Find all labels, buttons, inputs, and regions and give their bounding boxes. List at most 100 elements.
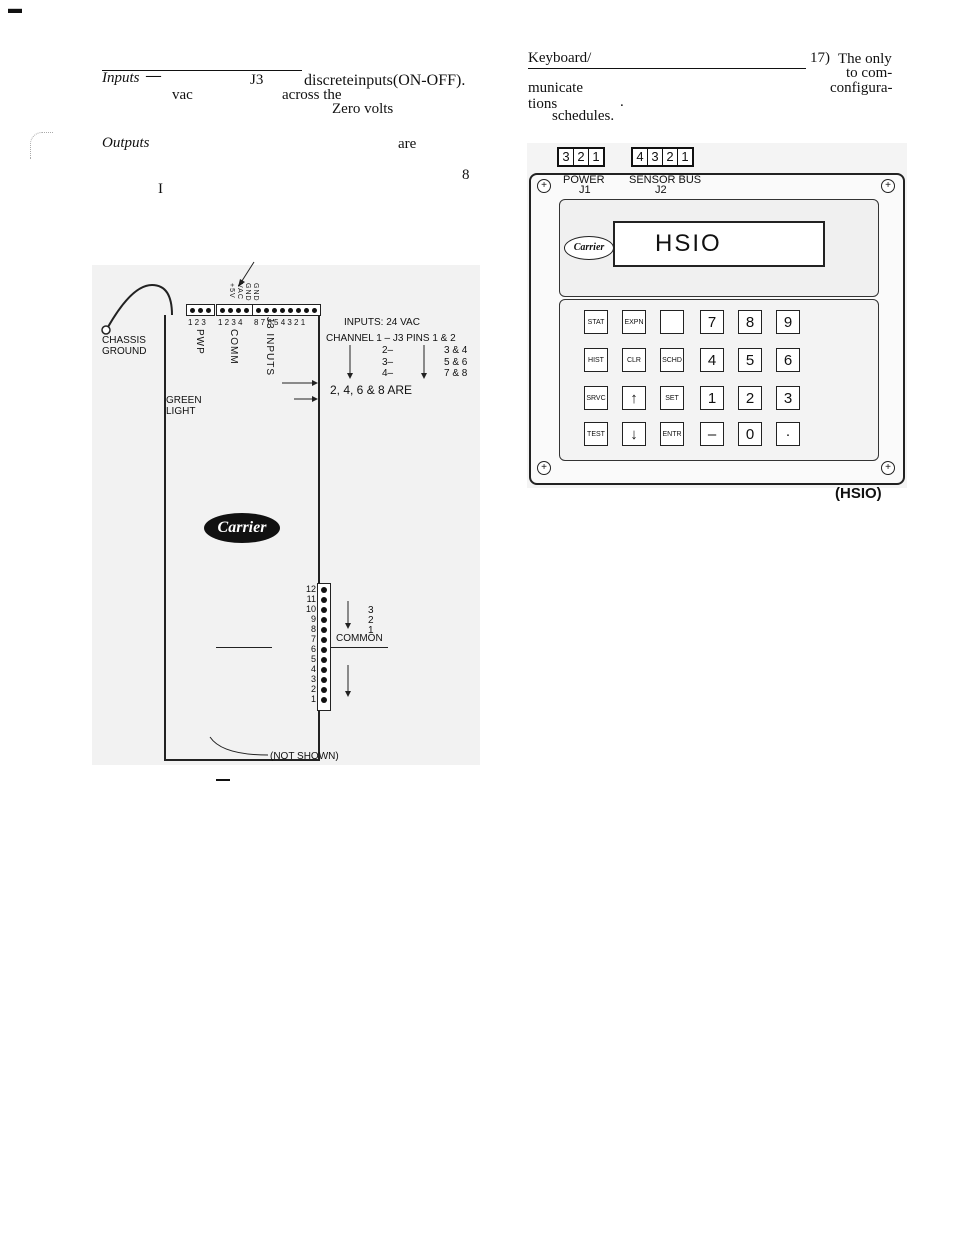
pin [304, 307, 309, 313]
sensor-pin-2: 2 [663, 149, 678, 165]
key-0[interactable]: 0 [738, 422, 762, 446]
key-expn[interactable]: EXPN [622, 310, 646, 334]
key-srvc[interactable]: SRVC [584, 386, 608, 410]
common-pointer [216, 647, 272, 648]
pin [272, 307, 277, 313]
ground-pins-label: 2, 4, 6 & 8 ARE [330, 383, 413, 397]
terminal-dot [321, 647, 327, 653]
key-symbol[interactable]: ↑ [622, 386, 646, 410]
comm-label: COMM [228, 329, 239, 365]
carrier-logo-text: Carrier [573, 242, 605, 253]
pin [206, 307, 211, 313]
key-symbol[interactable]: ↓ [622, 422, 646, 446]
terminal-number: 10 [305, 604, 316, 614]
pin [280, 307, 285, 313]
key-6[interactable]: 6 [776, 348, 800, 372]
vac-text: vac [172, 87, 193, 103]
pins-5-6-label: 5 & 6 [444, 357, 468, 368]
across-text: across the [282, 87, 342, 103]
screw-icon: + [537, 461, 551, 475]
key-2[interactable]: 2 [738, 386, 762, 410]
keyboard-heading: Keyboard/ [528, 50, 806, 69]
key-entr[interactable]: ENTR [660, 422, 684, 446]
inputs-underline [102, 70, 302, 71]
channel-1-label: CHANNEL 1 – J3 PINS 1 & 2 [326, 333, 456, 344]
key-9[interactable]: 9 [776, 310, 800, 334]
key-1[interactable]: 1 [700, 386, 724, 410]
terminal-dot [321, 657, 327, 663]
screw-icon: + [881, 179, 895, 193]
terminal-number: 1 [310, 694, 316, 704]
figure-ref: 17) [810, 50, 830, 66]
sensor-pin-4: 4 [633, 149, 648, 165]
terminal-dot [321, 597, 327, 603]
pin [228, 307, 233, 313]
ground-wire [101, 283, 173, 335]
inputs-dash: — [146, 68, 161, 84]
tions-text: tions [528, 96, 558, 112]
j1-label: J1 [579, 184, 591, 196]
to-com-text: to com- [846, 65, 893, 81]
key-symbol[interactable]: · [776, 422, 800, 446]
key-symbol[interactable]: – [700, 422, 724, 446]
carrier-logo: Carrier [204, 513, 280, 543]
page-corner-mark: ▬ [8, 0, 22, 16]
key-8[interactable]: 8 [738, 310, 762, 334]
j3-inputs-header [252, 304, 321, 316]
pin [236, 307, 241, 313]
key-3[interactable]: 3 [776, 386, 800, 410]
key-stat[interactable]: STAT [584, 310, 608, 334]
inputs-heading: Inputs [102, 70, 140, 86]
pin [288, 307, 293, 313]
hsio-panel: POWER J1 SENSOR BUS J2 + + + + Carrier H… [529, 173, 905, 485]
terminal-number: 3 [310, 674, 316, 684]
terminal-dot [321, 687, 327, 693]
green-light-label: GREEN LIGHT [166, 395, 202, 417]
key-4[interactable]: 4 [700, 348, 724, 372]
pin [296, 307, 301, 313]
inputs-24vac-label: INPUTS: 24 VAC [344, 317, 420, 328]
channel-2-label: 2– [382, 345, 394, 356]
gnd-label-2: GND [244, 283, 251, 302]
zero-volts-text: Zero volts [332, 101, 394, 117]
pin [198, 307, 203, 313]
pin [256, 307, 261, 313]
pwp-label: PWP [194, 329, 205, 355]
key-set[interactable]: SET [660, 386, 684, 410]
terminal-dot [321, 587, 327, 593]
output-terminal-strip [317, 583, 331, 711]
terminal-number: 6 [310, 644, 316, 654]
key-5[interactable]: 5 [738, 348, 762, 372]
are-text: are [398, 136, 417, 152]
pins-7-8-label: 7 & 8 [444, 368, 468, 379]
out-num-1: 1 [368, 625, 374, 636]
screw-icon: + [881, 461, 895, 475]
period-text: . [620, 94, 624, 110]
sensor-pin-3: 3 [648, 149, 663, 165]
configura-text: configura- [830, 80, 893, 96]
hsio-figure: 3 2 1 4 3 2 1 POWER J1 SENSOR BUS J2 + +… [527, 143, 907, 502]
comm-pin-numbers: 1 2 3 4 [218, 318, 243, 327]
processor-board-figure: CHASSIS GROUND GND GND VAC +5V Carrier 1… [92, 261, 480, 765]
gnd-label-1: GND [252, 283, 259, 302]
top-pointer-arrow [238, 261, 255, 287]
power-pin-3: 3 [559, 149, 574, 165]
key-blank[interactable] [660, 310, 684, 334]
key-clr[interactable]: CLR [622, 348, 646, 372]
terminal-dot [321, 667, 327, 673]
discrete-inputs-text: discreteinputs(ON-OFF). [304, 72, 466, 89]
key-hist[interactable]: HIST [584, 348, 608, 372]
pins-3-4-label: 3 & 4 [444, 345, 468, 356]
key-7[interactable]: 7 [700, 310, 724, 334]
terminal-number: 2 [310, 684, 316, 694]
terminal-number: 7 [310, 634, 316, 644]
sensor-bus-connector: 4 3 2 1 [631, 147, 694, 167]
channel-4-label: 4– [382, 368, 394, 379]
output-arrows [345, 601, 351, 697]
common-underline [330, 647, 388, 648]
chassis-label: CHASSIS [102, 335, 146, 346]
power-connector: 3 2 1 [557, 147, 605, 167]
key-test[interactable]: TEST [584, 422, 608, 446]
ground-label: GROUND [102, 346, 147, 357]
key-schd[interactable]: SCHD [660, 348, 684, 372]
